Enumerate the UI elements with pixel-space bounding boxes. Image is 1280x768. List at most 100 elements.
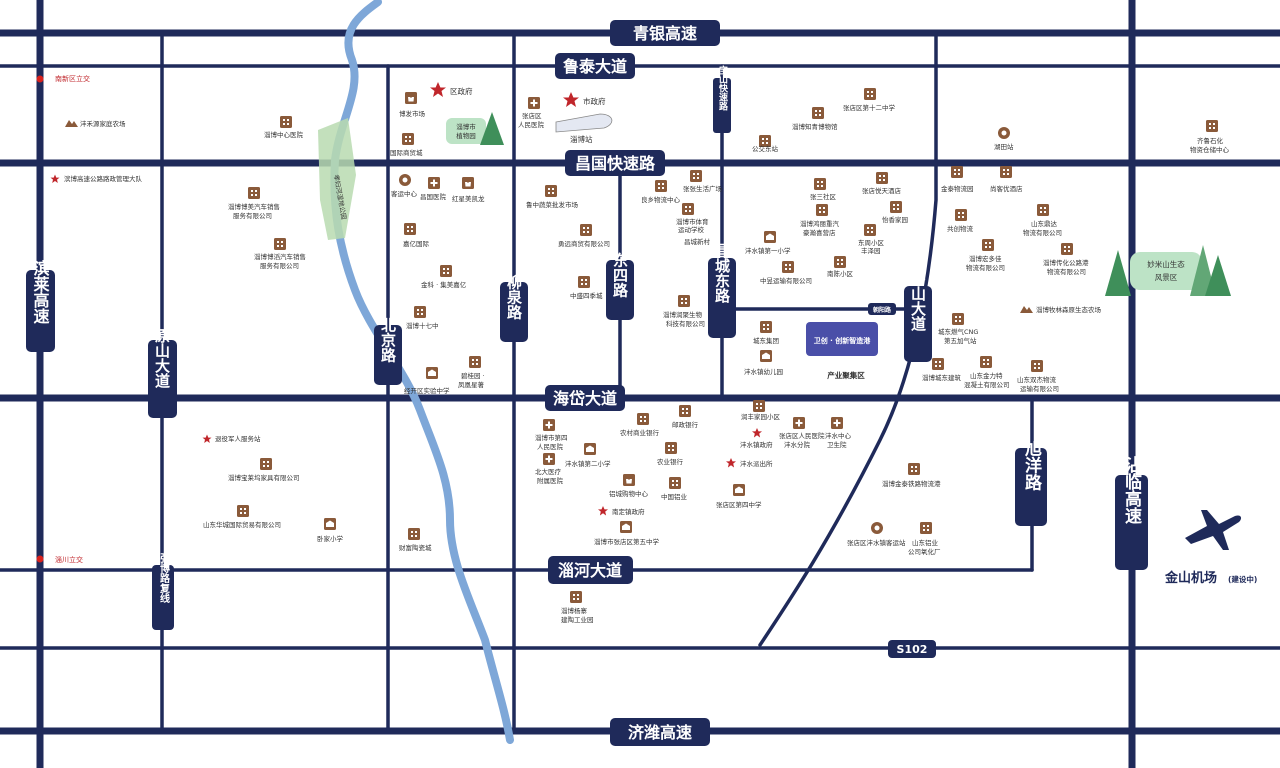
interchange-nanxin: 南新区立交: [55, 74, 90, 83]
star-icon: [563, 92, 579, 107]
poi-jiayi: 嘉亿国际: [403, 239, 430, 248]
poi-zibo-tao-2: 服务有限公司: [260, 261, 299, 270]
building-icon: [440, 265, 452, 277]
svg-text:东四路: 东四路: [611, 252, 629, 298]
svg-text:S102: S102: [897, 643, 928, 656]
tag-binlai: 滨莱高速: [26, 259, 55, 352]
svg-text:植物园: 植物园: [456, 131, 476, 140]
svg-text:滨莱高速: 滨莱高速: [31, 259, 50, 324]
poi-tongcheng: 铝城购物中心: [609, 489, 649, 498]
building-icon: [280, 116, 292, 128]
tag-qingyin: 青银高速: [610, 20, 720, 46]
svg-text:淄博市: 淄博市: [456, 122, 476, 131]
tag-xuyang: 旭洋路: [1015, 438, 1047, 526]
building-icon: [760, 321, 772, 333]
poi-zhonghong-1: 淄博鸿丽重汽: [800, 219, 840, 228]
building-icon: [1061, 243, 1073, 255]
poi-zhizhi: 淄博知青博物馆: [792, 122, 838, 131]
poi-biguiyuan-2: 凤凰星著: [458, 380, 485, 389]
train-icon: [555, 113, 613, 133]
poi-luzhong: 鲁中蔬菜批发市场: [526, 200, 579, 209]
tag-jiwei: 济潍高速: [610, 718, 710, 746]
school-icon: [584, 443, 596, 455]
svg-text:昌城东路: 昌城东路: [713, 243, 731, 303]
building-icon: [665, 442, 677, 454]
poi-zhangdian-yy-1: 张店区: [522, 111, 542, 120]
star-icon: [50, 174, 60, 183]
poi-chengxiang-1: 城东燃气CNG: [938, 327, 978, 336]
svg-text:淄河大道: 淄河大道: [558, 561, 622, 580]
poi-jingkai-school: 经开区实验中学: [404, 386, 450, 395]
poi-wolai: 卧家小学: [317, 534, 344, 543]
school-icon: [760, 350, 772, 362]
school-icon: [733, 484, 745, 496]
building-icon: [1206, 120, 1218, 132]
shop-icon: [623, 474, 635, 486]
poi-jintai: 金泰物流园: [941, 184, 974, 193]
pin-icon: [871, 522, 883, 534]
poi-shuangjie-1: 山东双杰物流: [1017, 375, 1057, 384]
building-icon: [682, 203, 694, 215]
poi-hongduo-1: 淄博宏多佳: [969, 254, 1002, 263]
hospital-icon: [831, 417, 843, 429]
star-icon: [430, 82, 446, 97]
poi-liangxiang: 良乡物流中心: [641, 195, 681, 204]
poi-zhuangshui-pcs: 沣水派出所: [740, 459, 773, 468]
poi-vet: 退役军人服务站: [215, 434, 261, 443]
poi-runyuan-1: 淄博润聚生物: [663, 310, 703, 319]
hospital-icon: [543, 453, 555, 465]
poi-lv-2: 公司氧化厂: [908, 547, 941, 556]
building-icon: [570, 591, 582, 603]
poi-zhuangshui2: 沣水镇第二小学: [565, 459, 611, 468]
poi-muhe-farm: 沣禾源家庭农场: [80, 119, 126, 128]
building-icon: [908, 463, 920, 475]
svg-text:旭洋路: 旭洋路: [1021, 438, 1043, 491]
building-icon: [237, 505, 249, 517]
poi-zhangsan: 张三社区: [810, 192, 837, 201]
farm-icon: [1020, 306, 1033, 313]
poi-shi-zhengfu: 市政府: [583, 96, 606, 106]
shop-icon: [405, 92, 417, 104]
poi-keyun: 客运中心: [391, 189, 418, 198]
tag-zhanlin: 沾临高速: [1115, 455, 1148, 570]
svg-text:卫创 · 创新智造港: 卫创 · 创新智造港: [814, 336, 872, 345]
poi-nanding-zf: 南定镇政府: [612, 507, 645, 516]
poi-bus: 公交东站: [752, 144, 779, 153]
building-icon: [1031, 360, 1043, 372]
tag-dongsi: 东四路: [606, 252, 634, 320]
svg-text:昌国快速路: 昌国快速路: [575, 154, 656, 173]
airport-note: (建设中): [1228, 574, 1257, 584]
building-icon: [669, 477, 681, 489]
school-icon: [324, 518, 336, 530]
building-icon: [690, 170, 702, 182]
building-icon: [404, 223, 416, 235]
poi-school12: 张店区第十二中学: [843, 103, 896, 112]
poi-renmin-fz-2: 沣水分院: [784, 440, 811, 449]
poi-beida-2: 附属医院: [537, 476, 564, 485]
poi-jinli-1: 山东金力特: [970, 371, 1003, 380]
poi-jiaoxue-1: 淄博市体育: [676, 217, 709, 226]
poi-chengdong: 城东集团: [753, 336, 779, 345]
poi-chuanhua-2: 物流有限公司: [1047, 267, 1086, 276]
hospital-icon: [543, 419, 555, 431]
star-icon: [598, 506, 608, 516]
farm-icon: [65, 120, 78, 127]
poi-zhuangshui-kg: 沣水镇幼儿园: [744, 367, 783, 376]
tag-s102: S102: [888, 640, 936, 658]
poi-runyuan-2: 科技有限公司: [666, 319, 705, 328]
poi-zhongyun: 中昱运输有限公司: [760, 276, 812, 285]
poi-jinpai: 淄博金泰铁路物流港: [882, 479, 941, 488]
poi-hongxing: 红星美凯龙: [452, 194, 485, 203]
poi-jinke: 金科 · 集美嘉亿: [421, 280, 467, 289]
tag-beijing: 北京路: [374, 318, 402, 385]
svg-text:宝山快速路: 宝山快速路: [717, 64, 728, 111]
poi-qilu-2: 物资仓储中心: [1190, 145, 1230, 154]
building-icon: [545, 185, 557, 197]
building-icon: [655, 180, 667, 192]
poi-xinli: 润丰家园小区: [741, 412, 781, 421]
building-icon: [952, 313, 964, 325]
poi-zibo-chengdong-jz: 淄博城东建筑: [922, 373, 962, 382]
poi-zhuangshui-bus: 张店区沣水镇客运站: [847, 538, 906, 547]
tag-zihe: 淄河大道: [548, 556, 633, 584]
